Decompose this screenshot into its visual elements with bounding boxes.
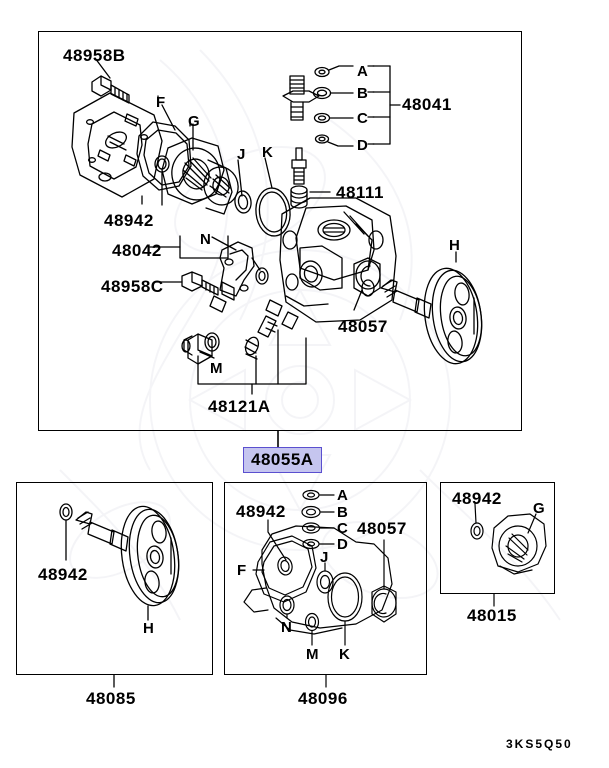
sub-48096-label-M: M [306, 646, 319, 663]
label-48042: 48042 [112, 241, 162, 260]
sub-48096-label-D: D [337, 536, 349, 553]
label-M-main: M [210, 360, 223, 377]
sub-48096-label-K: K [339, 646, 351, 663]
label-F: F [156, 94, 166, 111]
label-48121A: 48121A [208, 397, 271, 416]
sub-48015-label-G: G [533, 500, 546, 517]
sub-panel-48096 [224, 482, 427, 675]
label-B: B [357, 85, 369, 102]
sub-48096-label-C: C [337, 520, 349, 537]
sub-48085-label-48942: 48942 [38, 565, 88, 584]
caption-48015: 48015 [467, 606, 517, 625]
label-D: D [357, 137, 369, 154]
label-G: G [188, 113, 201, 130]
label-N: N [200, 231, 212, 248]
sub-48096-label-N: N [281, 619, 293, 636]
label-48111: 48111 [336, 183, 384, 202]
sub-48096-label-48942: 48942 [236, 502, 286, 521]
status-badge-48055A[interactable]: 48055A [243, 447, 322, 473]
caption-48096: 48096 [298, 689, 348, 708]
drawing-code: 3KS5Q50 [506, 737, 573, 751]
label-H-main: H [449, 237, 461, 254]
label-A: A [357, 63, 369, 80]
label-48057-main: 48057 [338, 317, 388, 336]
sub-48096-label-B: B [337, 504, 349, 521]
label-48958B: 48958B [63, 46, 126, 65]
label-48041: 48041 [402, 95, 452, 114]
label-C: C [357, 110, 369, 127]
main-panel-48055A [38, 31, 522, 431]
sub-48096-label-F: F [237, 562, 247, 579]
label-K: K [262, 144, 274, 161]
sub-48096-label-48057: 48057 [357, 519, 407, 538]
sub-48015-label-48942: 48942 [452, 489, 502, 508]
label-J: J [237, 146, 246, 163]
label-48958C: 48958C [101, 277, 164, 296]
sub-48085-label-H: H [143, 620, 155, 637]
caption-48085: 48085 [86, 689, 136, 708]
sub-48096-label-A: A [337, 487, 349, 504]
label-48942-main: 48942 [104, 211, 154, 230]
sub-panel-48085 [16, 482, 213, 675]
sub-48096-label-J: J [320, 549, 329, 566]
sub-panel-48015 [440, 482, 555, 594]
